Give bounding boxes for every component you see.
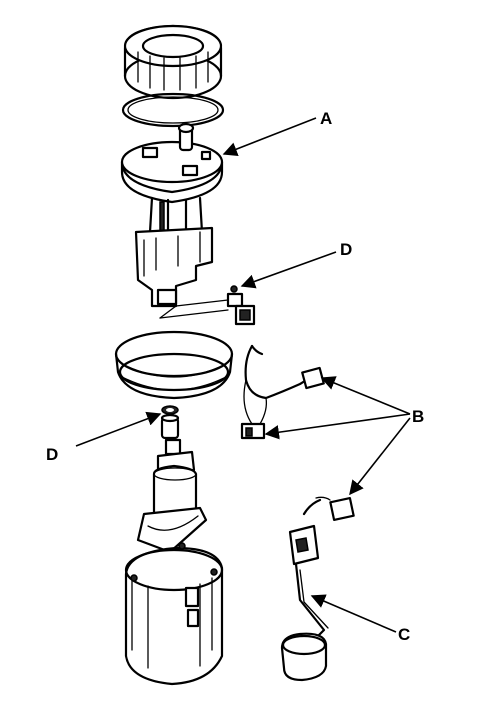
leader-b-3	[349, 417, 411, 496]
leader-b-2	[264, 413, 411, 440]
callout-b: B	[412, 407, 424, 426]
callout-a: A	[320, 109, 332, 128]
leader-a	[222, 117, 317, 156]
pump-flange	[120, 122, 224, 204]
strainer-ring	[114, 330, 234, 400]
lock-ring	[123, 24, 223, 100]
pump-bracket	[134, 196, 229, 319]
leader-d-lower	[75, 411, 162, 447]
callout-d-upper: D	[340, 240, 352, 259]
fuel-pump-motor	[136, 438, 208, 554]
o-ring-small	[160, 405, 180, 440]
pump-housing	[124, 542, 224, 686]
retainer-clip-upper	[226, 285, 256, 326]
callout-c: C	[398, 625, 410, 644]
callout-d-lower: D	[46, 445, 58, 464]
leader-d-upper	[240, 251, 337, 289]
fuel-level-sender	[280, 496, 355, 682]
wire-harness	[240, 344, 325, 440]
leader-b-1	[320, 376, 411, 415]
leader-lines	[75, 117, 411, 633]
o-ring-seal	[121, 92, 225, 128]
leader-c	[310, 594, 397, 633]
